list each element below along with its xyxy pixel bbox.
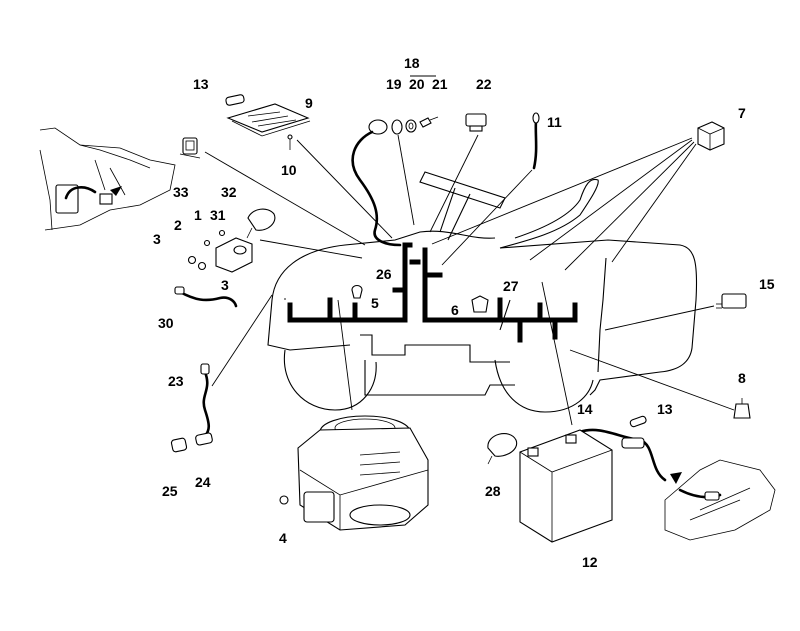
relay bbox=[697, 121, 725, 151]
ground-cable bbox=[174, 286, 238, 308]
callout-7: 7 bbox=[738, 105, 746, 121]
callout-13-top: 13 bbox=[193, 76, 209, 92]
nut-4 bbox=[279, 495, 289, 505]
ignition-switch-assembly bbox=[351, 116, 439, 247]
callout-labels: 13 9 10 18 19 20 21 22 11 7 33 32 1 31 2… bbox=[153, 55, 775, 570]
inset-detail-left bbox=[39, 127, 176, 231]
callout-8: 8 bbox=[738, 370, 746, 386]
battery-boot bbox=[487, 433, 518, 465]
rubber-boot bbox=[246, 208, 276, 239]
board-screw bbox=[287, 134, 293, 150]
callout-9: 9 bbox=[305, 95, 313, 111]
seat-switch bbox=[733, 398, 751, 419]
callout-33: 33 bbox=[173, 184, 189, 200]
callout-24: 24 bbox=[195, 474, 211, 490]
callout-6: 6 bbox=[451, 302, 459, 318]
callout-23: 23 bbox=[168, 373, 184, 389]
callout-19: 19 bbox=[386, 76, 402, 92]
callout-11: 11 bbox=[547, 114, 562, 130]
callout-30: 30 bbox=[158, 315, 174, 331]
callout-12: 12 bbox=[582, 554, 598, 570]
callout-4: 4 bbox=[279, 530, 287, 546]
callout-18: 18 bbox=[404, 55, 420, 71]
connector-33 bbox=[179, 137, 201, 159]
callout-3-left: 3 bbox=[153, 231, 161, 247]
engine bbox=[297, 415, 429, 531]
sensor-cable bbox=[532, 112, 540, 170]
light-cable bbox=[170, 363, 213, 453]
callout-22: 22 bbox=[476, 76, 492, 92]
leader-lines bbox=[204, 75, 735, 426]
inset-detail-right bbox=[664, 459, 776, 541]
callout-32: 32 bbox=[221, 184, 237, 200]
callout-3-right: 3 bbox=[221, 277, 229, 293]
clip-27 bbox=[471, 295, 489, 313]
clip-26 bbox=[351, 284, 363, 299]
callout-5: 5 bbox=[371, 295, 379, 311]
control-board bbox=[226, 103, 311, 137]
main-harness bbox=[287, 242, 578, 343]
callout-26: 26 bbox=[376, 266, 392, 282]
callout-31: 31 bbox=[210, 207, 226, 223]
module-15 bbox=[716, 293, 747, 309]
nuts bbox=[187, 255, 207, 271]
callout-10: 10 bbox=[281, 162, 297, 178]
callout-14: 14 bbox=[577, 401, 593, 417]
callout-28: 28 bbox=[485, 483, 501, 499]
rocker-switch bbox=[465, 113, 487, 132]
callout-20: 20 bbox=[409, 76, 425, 92]
tractor-outline bbox=[267, 171, 698, 413]
callout-13-bottom: 13 bbox=[657, 401, 673, 417]
battery-cable bbox=[578, 415, 667, 482]
callout-21: 21 bbox=[432, 76, 448, 92]
callout-2: 2 bbox=[174, 217, 182, 233]
callout-27: 27 bbox=[503, 278, 519, 294]
solenoid bbox=[203, 229, 253, 273]
battery bbox=[519, 429, 613, 543]
callout-1: 1 bbox=[194, 207, 202, 223]
callout-25: 25 bbox=[162, 483, 178, 499]
callout-15: 15 bbox=[759, 276, 775, 292]
fuse-top bbox=[225, 94, 245, 106]
